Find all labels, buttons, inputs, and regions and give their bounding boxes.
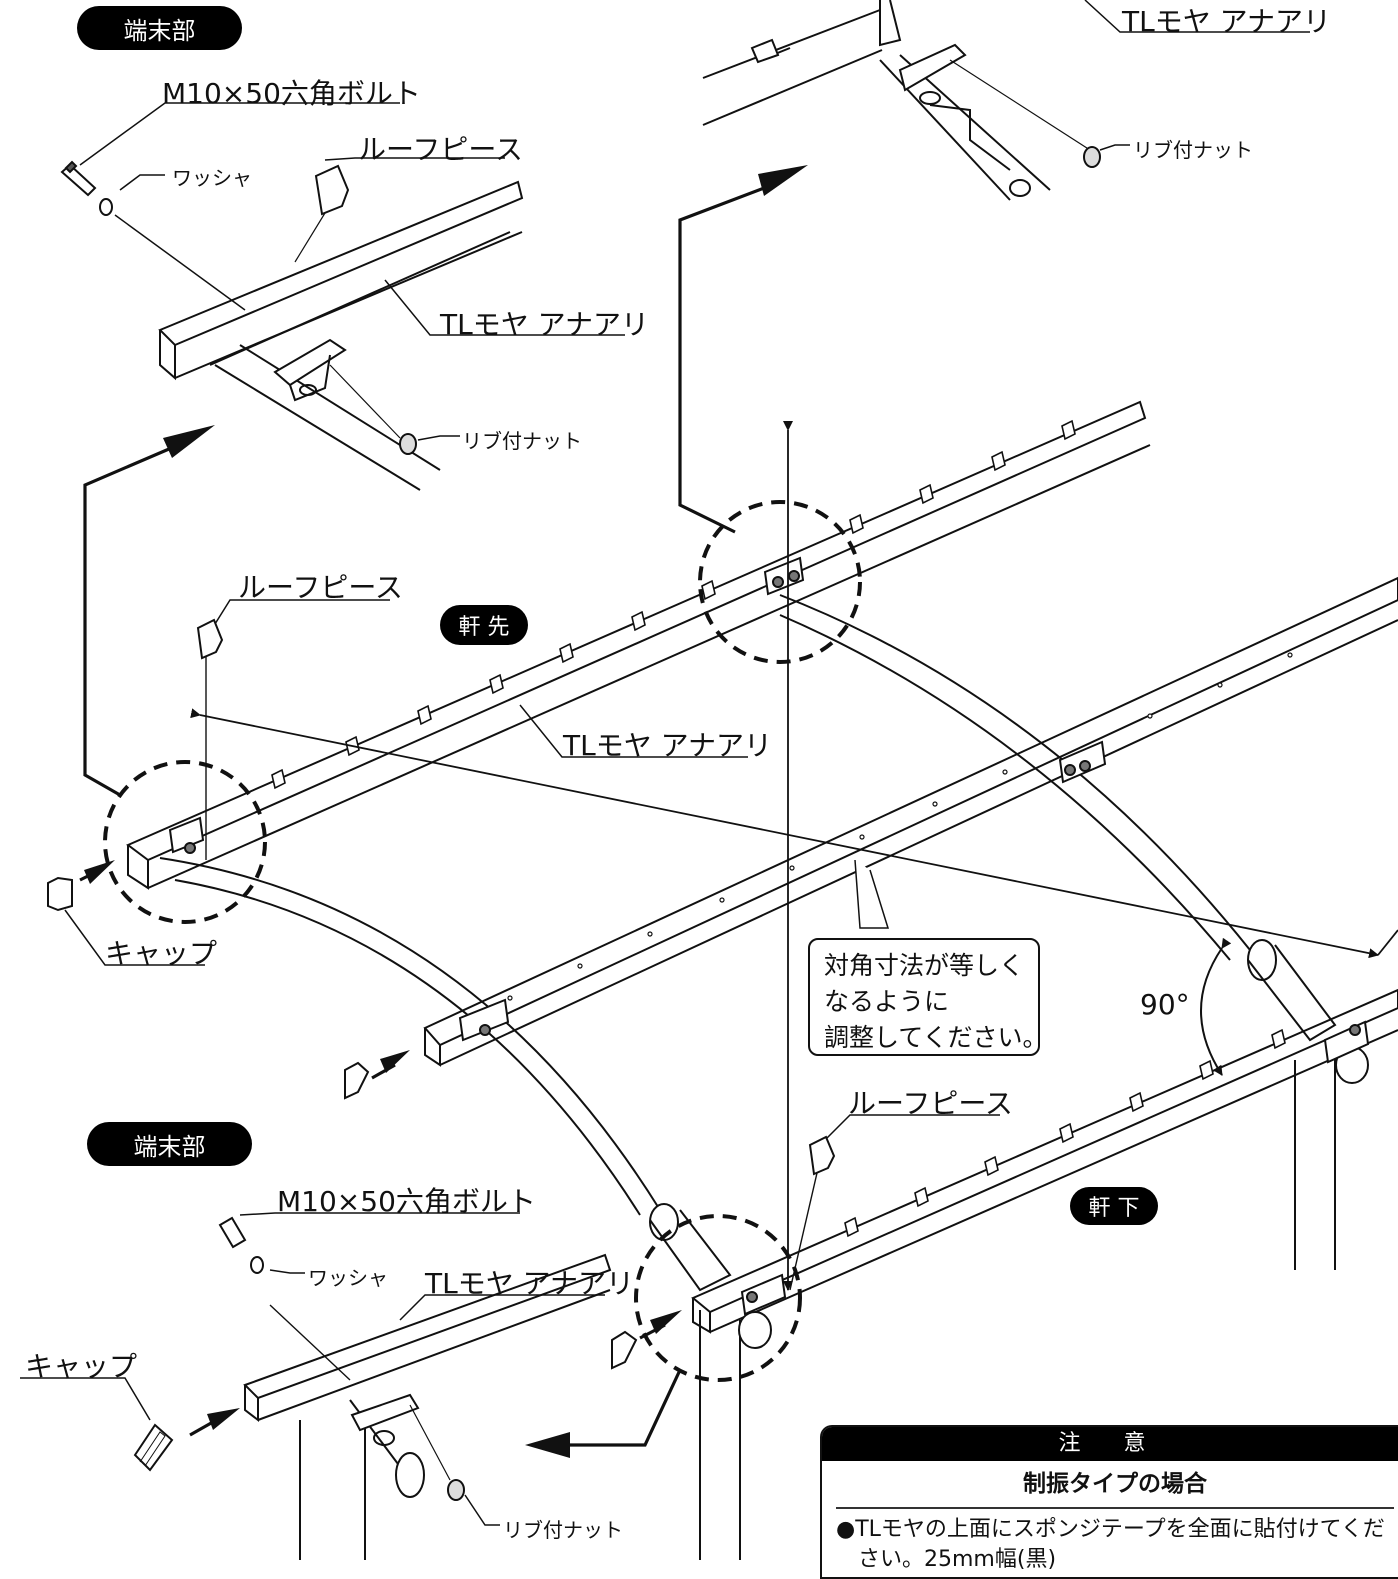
washer-icon (250, 1256, 264, 1274)
washer-icon (99, 198, 113, 216)
nut-label-top-right: リブ付ナット (1133, 138, 1253, 162)
cap-label-left: キャップ (105, 937, 218, 970)
bolt-label-bottom: M10×50六角ボルト (277, 1185, 536, 1218)
angle-label: 90° (1140, 988, 1190, 1021)
callout-line-2: なるように (824, 987, 950, 1016)
washer-label-top: ワッシャ (172, 166, 252, 190)
bolt-label-top: M10×50六角ボルト (162, 77, 421, 110)
diagonal-adjust-callout: 対角寸法が等しく なるように 調整してください。 (808, 938, 1048, 1056)
detail-top-left (60, 102, 625, 491)
caution-header: 注 意 (822, 1427, 1398, 1461)
terminal-badge-bottom: 端末部 (87, 1122, 252, 1166)
bolt-icon (60, 160, 97, 197)
caution-subtitle: 制振タイプの場合 (836, 1461, 1394, 1509)
nut-label-bottom: リブ付ナット (503, 1518, 623, 1542)
terminal-badge-top: 端末部 (77, 6, 242, 50)
callout-line-3: 調整してください。 (824, 1023, 1048, 1052)
nut-icon (447, 1479, 465, 1501)
nut-label-top-left: リブ付ナット (462, 429, 582, 453)
roof-piece-label-bottom: ルーフピース (848, 1087, 1013, 1120)
caution-body: ●TLモヤの上面にスポンジテープを全面に貼付けてくだ さい。25mm幅(黒) (822, 1509, 1398, 1575)
tlmoya-label-top-left: TLモヤ アナアリ (440, 308, 650, 341)
roof-piece-icon (314, 164, 350, 216)
tlmoya-label-bottom: TLモヤ アナアリ (425, 1267, 635, 1300)
caution-line-2: さい。25mm幅(黒) (858, 1547, 1057, 1572)
nut-icon (1083, 146, 1101, 168)
roof-piece-icon (808, 1135, 836, 1176)
eave-bottom-badge: 軒 下 (1070, 1187, 1158, 1225)
roof-piece-icon (196, 618, 224, 660)
nut-icon (329, 364, 417, 455)
caution-line-1: ●TLモヤの上面にスポンジテープを全面に貼付けてくだ (836, 1517, 1385, 1542)
detail-top-right (702, 0, 1310, 201)
cap-icon (47, 876, 638, 1370)
tlmoya-label-mid: TLモヤ アナアリ (563, 729, 773, 762)
detail-bottom-left (20, 1212, 612, 1560)
cap-label-bottom: キャップ (25, 1350, 138, 1383)
caution-note: 注 意 制振タイプの場合 ●TLモヤの上面にスポンジテープを全面に貼付けてくだ … (820, 1425, 1398, 1579)
eave-front-badge: 軒 先 (440, 605, 528, 645)
roof-piece-label-top: ルーフピース (358, 133, 523, 166)
roof-piece-label-mid: ルーフピース (238, 571, 403, 604)
callout-line-1: 対角寸法が等しく (824, 951, 1025, 980)
washer-label-bottom: ワッシャ (308, 1266, 388, 1290)
tlmoya-label-top-right: TLモヤ アナアリ (1122, 5, 1332, 38)
